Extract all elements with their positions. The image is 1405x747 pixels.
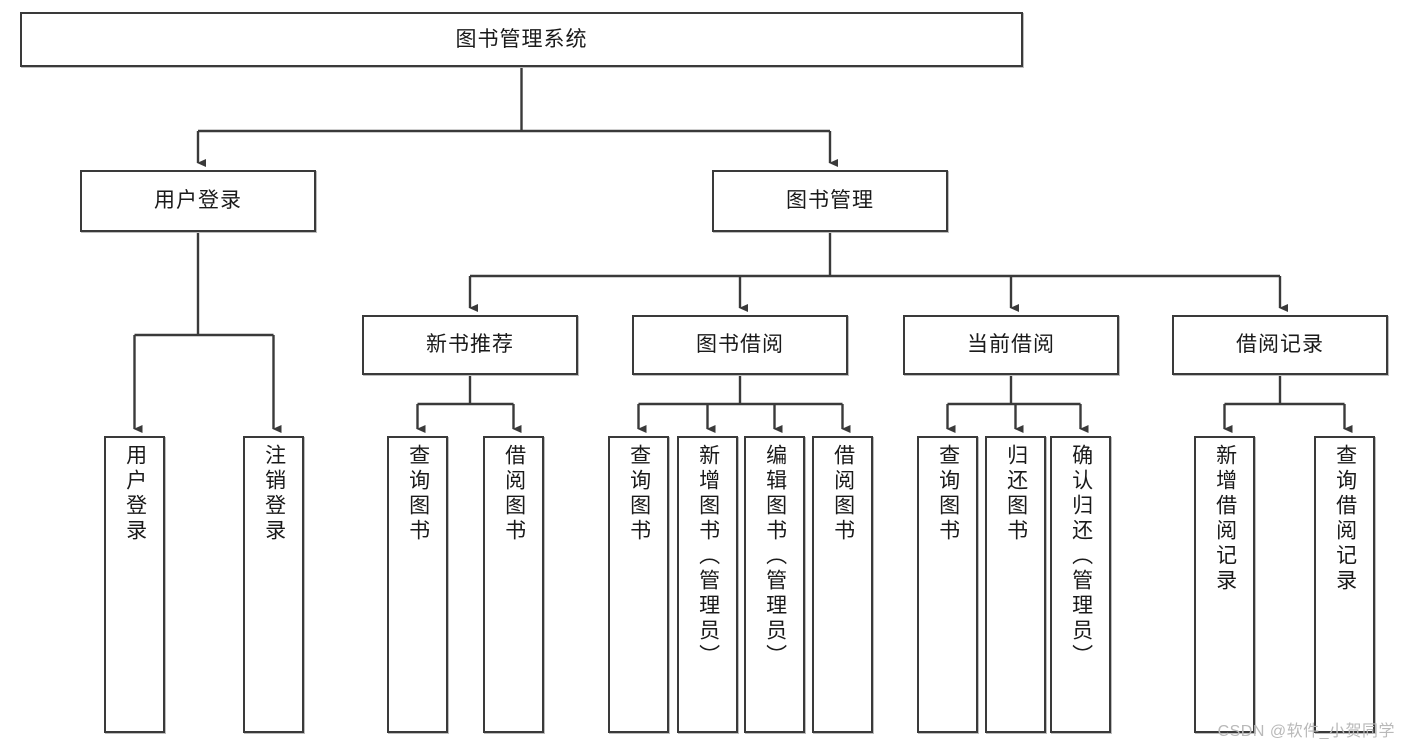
node-label: 借阅图书 [502,444,526,544]
node-label: 编辑图书（管理员） [763,444,787,669]
node-label: 当前借阅 [967,333,1055,357]
node-label: 借阅图书 [831,444,855,544]
node-label: 图书借阅 [696,333,784,357]
node-book-management-system[interactable]: 图书管理系统 [20,12,1023,67]
node-new-book-recommendation[interactable]: 新书推荐 [362,315,578,375]
node-borrowing-record[interactable]: 借阅记录 [1172,315,1388,375]
leaf-user-login[interactable]: 用户登录 [104,436,165,733]
leaf-edit-book-admin[interactable]: 编辑图书（管理员） [744,436,805,733]
node-label: 图书管理 [786,189,874,213]
node-label: 查询借阅记录 [1333,444,1357,594]
node-label: 归还图书 [1004,444,1028,544]
node-label: 查询图书 [936,444,960,544]
leaf-borrow-book-borrowing[interactable]: 借阅图书 [812,436,873,733]
leaf-confirm-return-admin[interactable]: 确认归还（管理员） [1050,436,1111,733]
leaf-query-book-recommend[interactable]: 查询图书 [387,436,448,733]
leaf-query-borrowing-record[interactable]: 查询借阅记录 [1314,436,1375,733]
node-current-borrowing[interactable]: 当前借阅 [903,315,1119,375]
leaf-borrow-book-recommend[interactable]: 借阅图书 [483,436,544,733]
leaf-add-borrowing-record[interactable]: 新增借阅记录 [1194,436,1255,733]
node-label: 新增借阅记录 [1213,444,1237,594]
node-label: 用户登录 [123,444,147,544]
node-book-management[interactable]: 图书管理 [712,170,948,232]
leaf-query-book-borrowing[interactable]: 查询图书 [608,436,669,733]
node-label: 图书管理系统 [455,27,588,51]
node-label: 新增图书（管理员） [696,444,720,669]
node-label: 确认归还（管理员） [1069,444,1093,669]
leaf-query-book-current[interactable]: 查询图书 [917,436,978,733]
node-label: 查询图书 [406,444,430,544]
leaf-return-book[interactable]: 归还图书 [985,436,1046,733]
node-label: 新书推荐 [426,333,514,357]
node-user-login[interactable]: 用户登录 [80,170,316,232]
leaf-logout[interactable]: 注销登录 [243,436,304,733]
node-label: 注销登录 [262,444,286,544]
node-label: 用户登录 [154,189,242,213]
node-label: 借阅记录 [1236,333,1324,357]
node-book-borrowing[interactable]: 图书借阅 [632,315,848,375]
node-label: 查询图书 [627,444,651,544]
leaf-add-book-admin[interactable]: 新增图书（管理员） [677,436,738,733]
